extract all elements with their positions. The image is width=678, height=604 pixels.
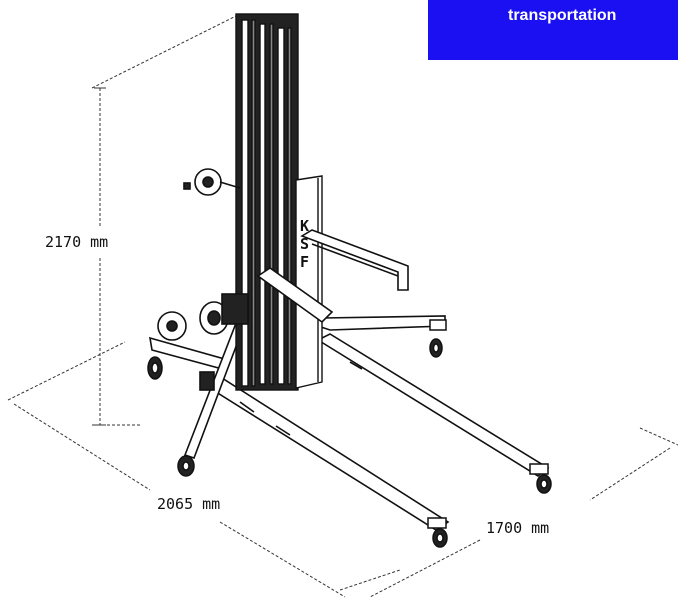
width-dimension-label: 1700 mm <box>485 519 551 537</box>
transportation-banner: transportation <box>428 0 678 60</box>
length-extension-left <box>7 341 126 401</box>
mast-letter-s: S <box>300 235 309 253</box>
top-winch-wheel <box>183 168 241 196</box>
base-block <box>199 371 215 391</box>
height-dimension-label: 2170 mm <box>44 233 110 251</box>
mast: K S F <box>235 13 323 391</box>
mast-letter-f: F <box>300 253 309 271</box>
winch-handle-wheel <box>157 311 187 341</box>
fork-carriage <box>256 229 409 324</box>
length-dimension-line <box>13 403 151 491</box>
height-top-extension <box>91 13 241 89</box>
fork-arm-lower <box>256 267 334 324</box>
castor-left-rear <box>147 356 163 380</box>
winch-drum <box>199 293 249 335</box>
mast-front-plate <box>295 175 323 389</box>
right-outrigger <box>316 315 446 331</box>
length-dimension-label: 2065 mm <box>156 495 222 513</box>
width-extension-right <box>639 427 678 446</box>
winch <box>157 168 249 391</box>
castor-right-outrigger <box>429 319 447 358</box>
castor-strut-foot <box>177 455 195 477</box>
castor-front-left <box>427 517 448 548</box>
width-dimension-line <box>589 447 671 501</box>
castor-wheels <box>147 319 552 548</box>
castor-front-right <box>529 463 552 494</box>
mast-letter-k: K <box>300 217 309 235</box>
front-left-leg <box>203 377 450 531</box>
length-extension-right <box>339 569 401 591</box>
fork-arm-upper <box>300 229 409 291</box>
dimension-lines <box>7 13 678 598</box>
